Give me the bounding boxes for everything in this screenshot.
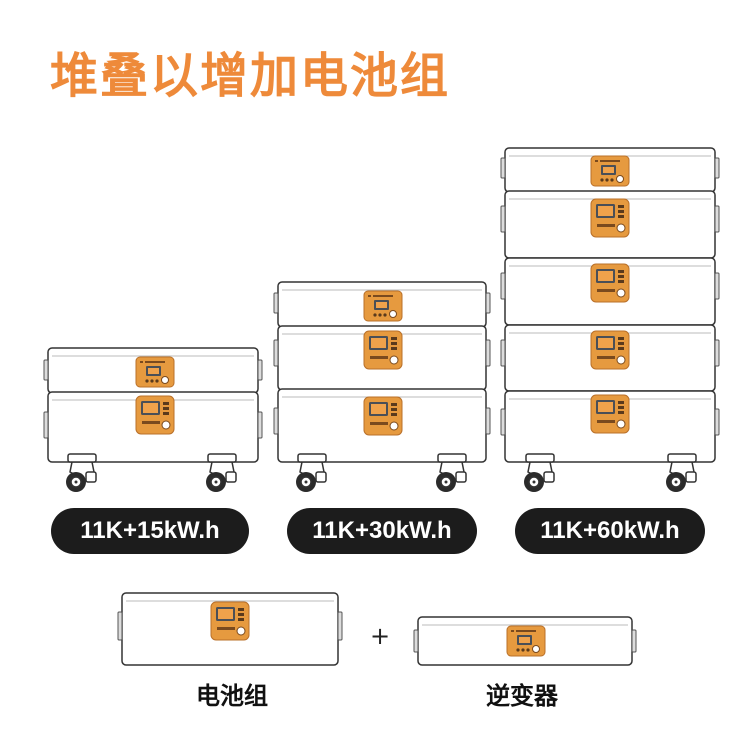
caster-wheel — [205, 453, 237, 493]
stack-1 — [43, 347, 263, 493]
caster-wheel — [523, 453, 555, 493]
config-label-3: 11K+60kW.h — [515, 508, 705, 554]
caster-wheel — [295, 453, 327, 493]
inverter-component — [413, 616, 637, 666]
stack-2 — [273, 281, 491, 493]
caster-wheel — [435, 453, 467, 493]
battery-caption: 电池组 — [196, 682, 268, 710]
caster-wheel — [65, 453, 97, 493]
plus-sign: + — [370, 622, 391, 650]
caster-wheel — [665, 453, 697, 493]
config-label-2: 11K+30kW.h — [287, 508, 477, 554]
page-title: 堆叠以增加电池组 — [50, 48, 451, 104]
inverter-caption: 逆变器 — [486, 682, 558, 710]
battery-component — [117, 592, 343, 666]
stack-3 — [500, 147, 720, 493]
config-label-1: 11K+15kW.h — [51, 508, 249, 554]
